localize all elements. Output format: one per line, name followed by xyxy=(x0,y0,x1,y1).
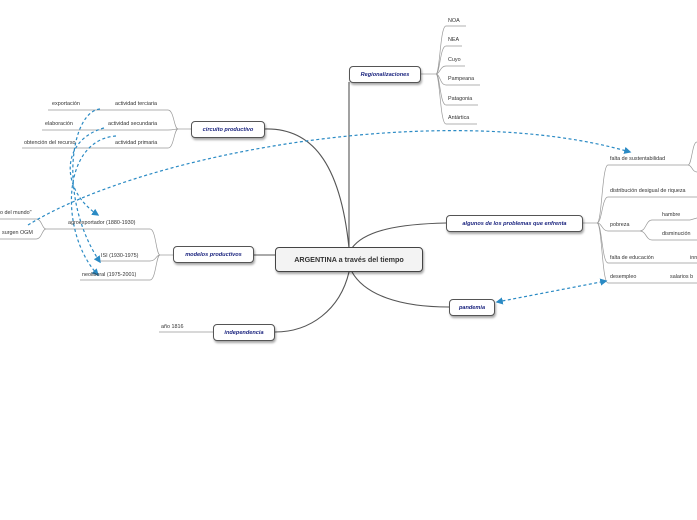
leaf-desempleo[interactable]: desempleo xyxy=(610,274,637,280)
topic-problemas[interactable]: algunos de los problemas que enfrenta xyxy=(446,215,583,232)
link-problemas xyxy=(351,222,447,249)
topic-pandemia[interactable]: pandemia xyxy=(449,299,495,316)
leaf-cuyo[interactable]: Cuyo xyxy=(448,57,461,63)
relation-obtencion xyxy=(70,135,117,277)
leaf-obtencion-recurso[interactable]: obtención del recurso xyxy=(24,140,76,146)
leaf-pampeana[interactable]: Pampeana xyxy=(448,76,475,82)
leaf-falta-sustentabilidad[interactable]: falta de sustentabilidad xyxy=(610,156,666,162)
leaf-actividad-terciaria[interactable]: actividad terciaria xyxy=(115,101,157,107)
leaf-agroexportador[interactable]: agroexportador (1880-1930) xyxy=(68,220,136,226)
leaf-elaboracion[interactable]: elaboración xyxy=(45,121,73,127)
leaf-pobreza[interactable]: pobreza xyxy=(610,222,630,228)
leaf-falta-educacion[interactable]: falta de educación xyxy=(610,255,654,261)
topic-regionalizaciones[interactable]: Regionalizaciones xyxy=(349,66,421,83)
relation-pandemia-desempleo xyxy=(495,278,608,305)
leaf-hambre[interactable]: hambre xyxy=(662,212,681,218)
link-circuito xyxy=(264,128,350,249)
leaf-exportacion[interactable]: exportación xyxy=(52,101,80,107)
relation-elaboracion xyxy=(69,127,105,216)
link-independencia xyxy=(274,271,350,333)
leaf-surgen-ogm[interactable]: surgen OGM xyxy=(2,230,33,236)
leaf-salarios[interactable]: salarios b xyxy=(670,274,694,280)
topic-modelos-productivos[interactable]: modelos productivos xyxy=(173,246,254,263)
leaf-isi[interactable]: ISI (1930-1975) xyxy=(101,253,139,259)
leaf-patagonia[interactable]: Patagonia xyxy=(448,96,473,102)
central-topic[interactable]: ARGENTINA a través del tiempo xyxy=(275,247,423,272)
leaf-distribucion-desigual[interactable]: distribución desigual de riqueza xyxy=(610,188,686,194)
leaf-ano-1816[interactable]: año 1816 xyxy=(161,324,184,330)
leaf-actividad-secundaria[interactable]: actividad secundaria xyxy=(108,121,158,127)
link-pandemia xyxy=(351,271,450,308)
relation-exportacion xyxy=(72,108,101,264)
leaf-antartica[interactable]: Antártica xyxy=(448,115,470,121)
leaf-inn[interactable]: inn xyxy=(690,255,697,261)
leaf-nea[interactable]: NEA xyxy=(448,37,460,43)
relation-sustentabilidad xyxy=(27,130,632,226)
topic-independencia[interactable]: independencia xyxy=(213,324,275,341)
leaf-actividad-primaria[interactable]: actividad primaria xyxy=(115,140,158,146)
leaf-noa[interactable]: NOA xyxy=(448,18,460,24)
leaf-granero-mundo[interactable]: o del mundo" xyxy=(0,210,32,216)
leaf-neoliberal[interactable]: neoliberal (1975-2001) xyxy=(82,272,137,278)
leaf-disminucion[interactable]: disminución xyxy=(662,231,691,237)
topic-circuito-productivo[interactable]: circuito productivo xyxy=(191,121,265,138)
